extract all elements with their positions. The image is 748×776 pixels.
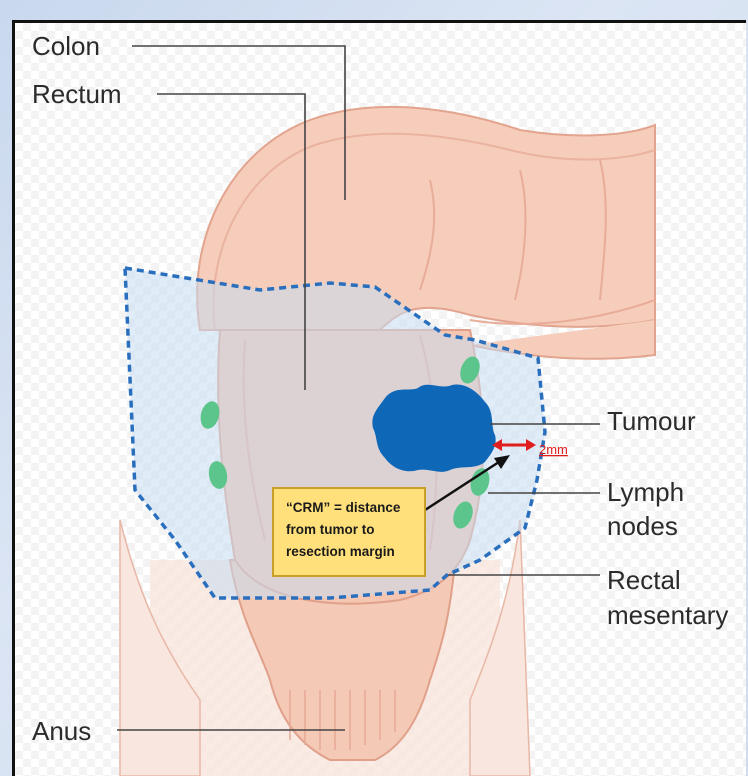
label-tumour: Tumour	[607, 406, 696, 436]
crm-callout-box: “CRM” = distance from tumor to resection…	[272, 487, 426, 577]
label-rectal: Rectal	[607, 565, 681, 595]
tumour	[372, 384, 495, 471]
label-mesentary: mesentary	[607, 600, 728, 630]
label-rectum: Rectum	[32, 79, 122, 109]
label-nodes: nodes	[607, 511, 678, 541]
label-anus: Anus	[32, 716, 91, 746]
distance-label: 2mm	[539, 442, 568, 457]
label-lymph: Lymph	[607, 477, 684, 507]
callout-line-3: resection margin	[286, 541, 418, 563]
label-colon: Colon	[32, 31, 100, 61]
callout-line-1: “CRM” = distance	[286, 497, 418, 519]
callout-line-2: from tumor to	[286, 519, 418, 541]
